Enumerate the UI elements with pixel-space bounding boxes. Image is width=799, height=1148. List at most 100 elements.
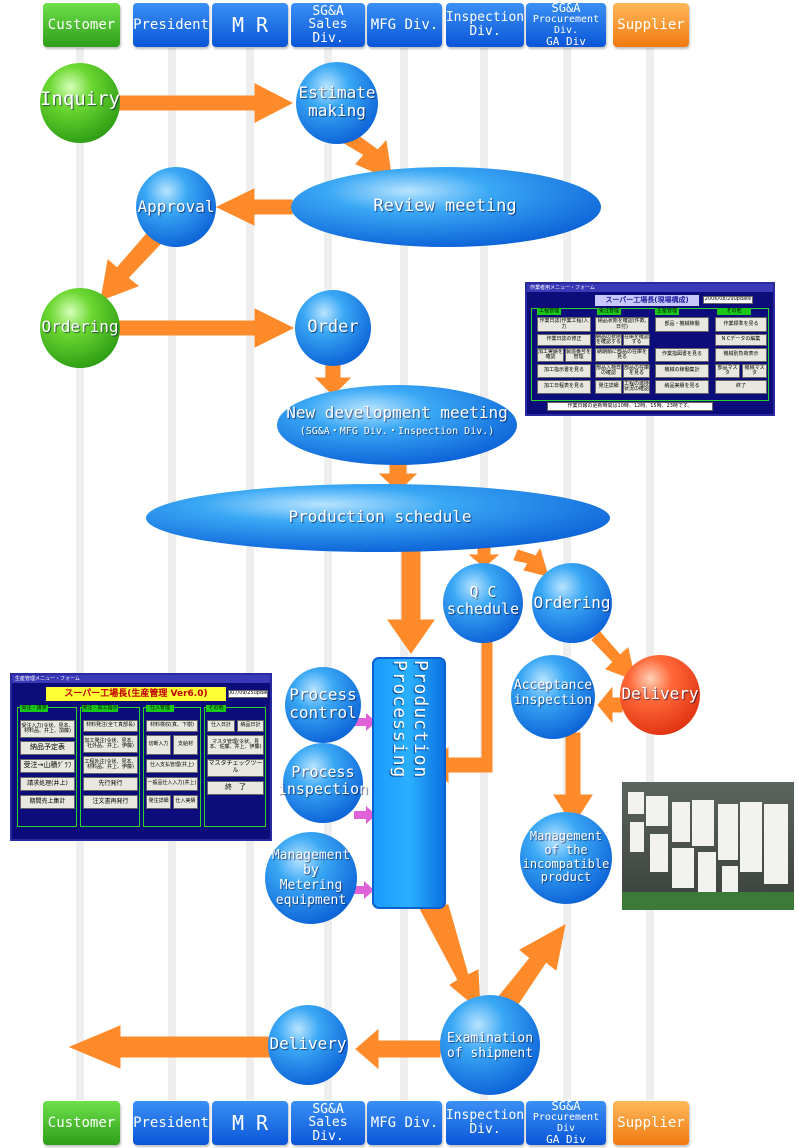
menu-button: 加工日程表を見る (537, 380, 591, 394)
menu-button: 一般品仕入入力(井上) (146, 777, 198, 791)
lane-header-bottom-president: President (133, 1101, 209, 1145)
lane-label: Customer (47, 1114, 116, 1131)
pink-arrows (350, 713, 376, 899)
screen-shot-production-menu: 生産管理メニュー・フォーム スーパー工場長(生産管理 Ver6.0) 2007/… (10, 673, 272, 841)
menu-button: 終 了 (207, 781, 264, 795)
menu-button: 納品日計 (237, 720, 264, 732)
menu-button: 納品状態を確認(件数,日付) (595, 317, 649, 332)
menu-button: 機械の稼働集計 (655, 364, 709, 378)
menu-button: 加工指示書を見る (537, 364, 591, 378)
group-label: 工程管理 (537, 308, 561, 315)
node-incompatible (520, 812, 612, 904)
lane-sublabel2: GA Div (546, 1133, 586, 1147)
node-schedule (146, 484, 610, 552)
menu-button: 先行発行 (83, 777, 138, 791)
update-date: 2007/09/25update (228, 690, 268, 698)
menu-button: 注文書再発行 (83, 795, 138, 809)
node-order (295, 290, 371, 366)
arrow-process-inspection (354, 806, 376, 824)
lane-label: Inspection (445, 10, 525, 26)
label-inquiry: Inquiry (39, 88, 121, 110)
window-title: 生産管理メニュー・フォーム (12, 675, 270, 683)
node-metering (265, 832, 357, 924)
arrow-metering (350, 881, 374, 899)
menu-button: N Cデータの編集 (715, 334, 767, 346)
lane-header-top-mfg: MFG Div. (367, 3, 442, 47)
group-label: 受注・請求 (20, 705, 48, 712)
menu-button: 材料検収(真、下樹) (146, 720, 198, 732)
group-label: 生産管理 (655, 308, 679, 315)
node-process-inspection (283, 743, 363, 823)
label-ordering1: Ordering (41, 317, 119, 336)
arrow-delivery-acceptance (597, 686, 623, 724)
lane-header-bottom-customer: Customer (43, 1101, 120, 1145)
node-process-control (285, 667, 361, 743)
lane-header-top-sga-proc: SG&A Procurement Div. GA Div (526, 2, 606, 47)
menu-button: 機械マスタ (742, 364, 767, 378)
lane-label: Supplier (617, 16, 685, 33)
node-delivery-supplier (620, 655, 700, 735)
label-production: Production Processing (389, 660, 431, 779)
group-box (204, 707, 266, 827)
menu-button: 仕入日計 (207, 720, 235, 732)
menu-button: 工程外注(令状、見本、材料品、井上、伊藤) (83, 756, 138, 774)
label-newdev: New development meeting (286, 403, 508, 422)
node-inquiry (40, 63, 120, 143)
lane-header-bottom-inspection: Inspection Div. (446, 1101, 524, 1145)
menu-button: マスタ管理(令状、見本、佐藤、井上、伊藤) (207, 735, 264, 755)
menu-button: 納品予定表 (20, 741, 75, 755)
label-order: Order (307, 317, 359, 337)
lane-sublabel: Sales Div. (308, 17, 348, 46)
node-review (291, 167, 601, 247)
menu-footer: 作業日報の更新時間は10時、12時、15時、23時です。 (547, 402, 713, 411)
menu-button: 仕入支払管理(井上) (146, 759, 198, 773)
lane-header-bottom-supplier: Supplier (613, 1101, 689, 1145)
group-box (531, 308, 769, 401)
lane-label: President (133, 16, 209, 33)
lane-label: SG&A (551, 1099, 581, 1114)
arrow-schedule-qc (468, 547, 500, 568)
label-review: Review meeting (373, 196, 517, 216)
lane-header-top-inspection: Inspection Div. (446, 3, 524, 47)
arrow-process-control (354, 713, 376, 731)
node-ordering2 (532, 563, 612, 643)
node-examination (440, 995, 540, 1095)
menu-button: 切断入力 (146, 735, 171, 755)
menu-button: 加工発注(令状、見本、社外品、井上、伊藤) (83, 735, 138, 753)
arrow-examination-delivery (355, 1028, 441, 1070)
lane-label: SG&A (312, 1101, 344, 1117)
lane-header-top-supplier: Supplier (613, 3, 689, 47)
menu-button: 受注入力(令状、見本、材料品、井上、加藤) (20, 720, 75, 738)
group-label: その他 (717, 308, 751, 315)
nodes (40, 62, 700, 1095)
menu-button: 作業日誌の修正 (537, 334, 591, 346)
arrow-order-newdev (314, 365, 352, 396)
label-approval: Approval (137, 197, 215, 216)
group-label: 発注・加工指示 (82, 705, 118, 712)
lane-header-top-customer: Customer (43, 3, 120, 47)
lane-header-bottom-sga-proc: SG&A Procurement Div GA Div (526, 1099, 606, 1147)
group-label: その他 (206, 705, 226, 712)
node-newdev (277, 385, 517, 465)
lane-sublabel: Procurement Div (532, 1112, 600, 1134)
menu-button: 機械別負荷表示 (715, 348, 767, 362)
node-acceptance (511, 655, 595, 739)
lane-header-bottom-mr: M R (212, 1101, 288, 1145)
menu-button: 発注詳細 (146, 795, 171, 809)
arrow-inquiry-estimate (114, 83, 294, 123)
menu-button: 支給材 (173, 735, 198, 755)
menu-button: 工程の進捗状況の確認 (623, 380, 650, 394)
screen-shot-worker-menu: 作業者用メニュー・フォーム スーパー工場長(現場構成) 2006/08/29up… (525, 282, 775, 416)
menu-banner: スーパー工場長(現場構成) (595, 295, 699, 306)
node-production (372, 657, 446, 909)
menu-button: 部品の在庫を見る (623, 364, 650, 378)
menu-button: 在庫を確認する (623, 334, 650, 346)
label-delivery-customer: Delivery (269, 1034, 347, 1053)
lane-label: Supplier (617, 1114, 685, 1131)
